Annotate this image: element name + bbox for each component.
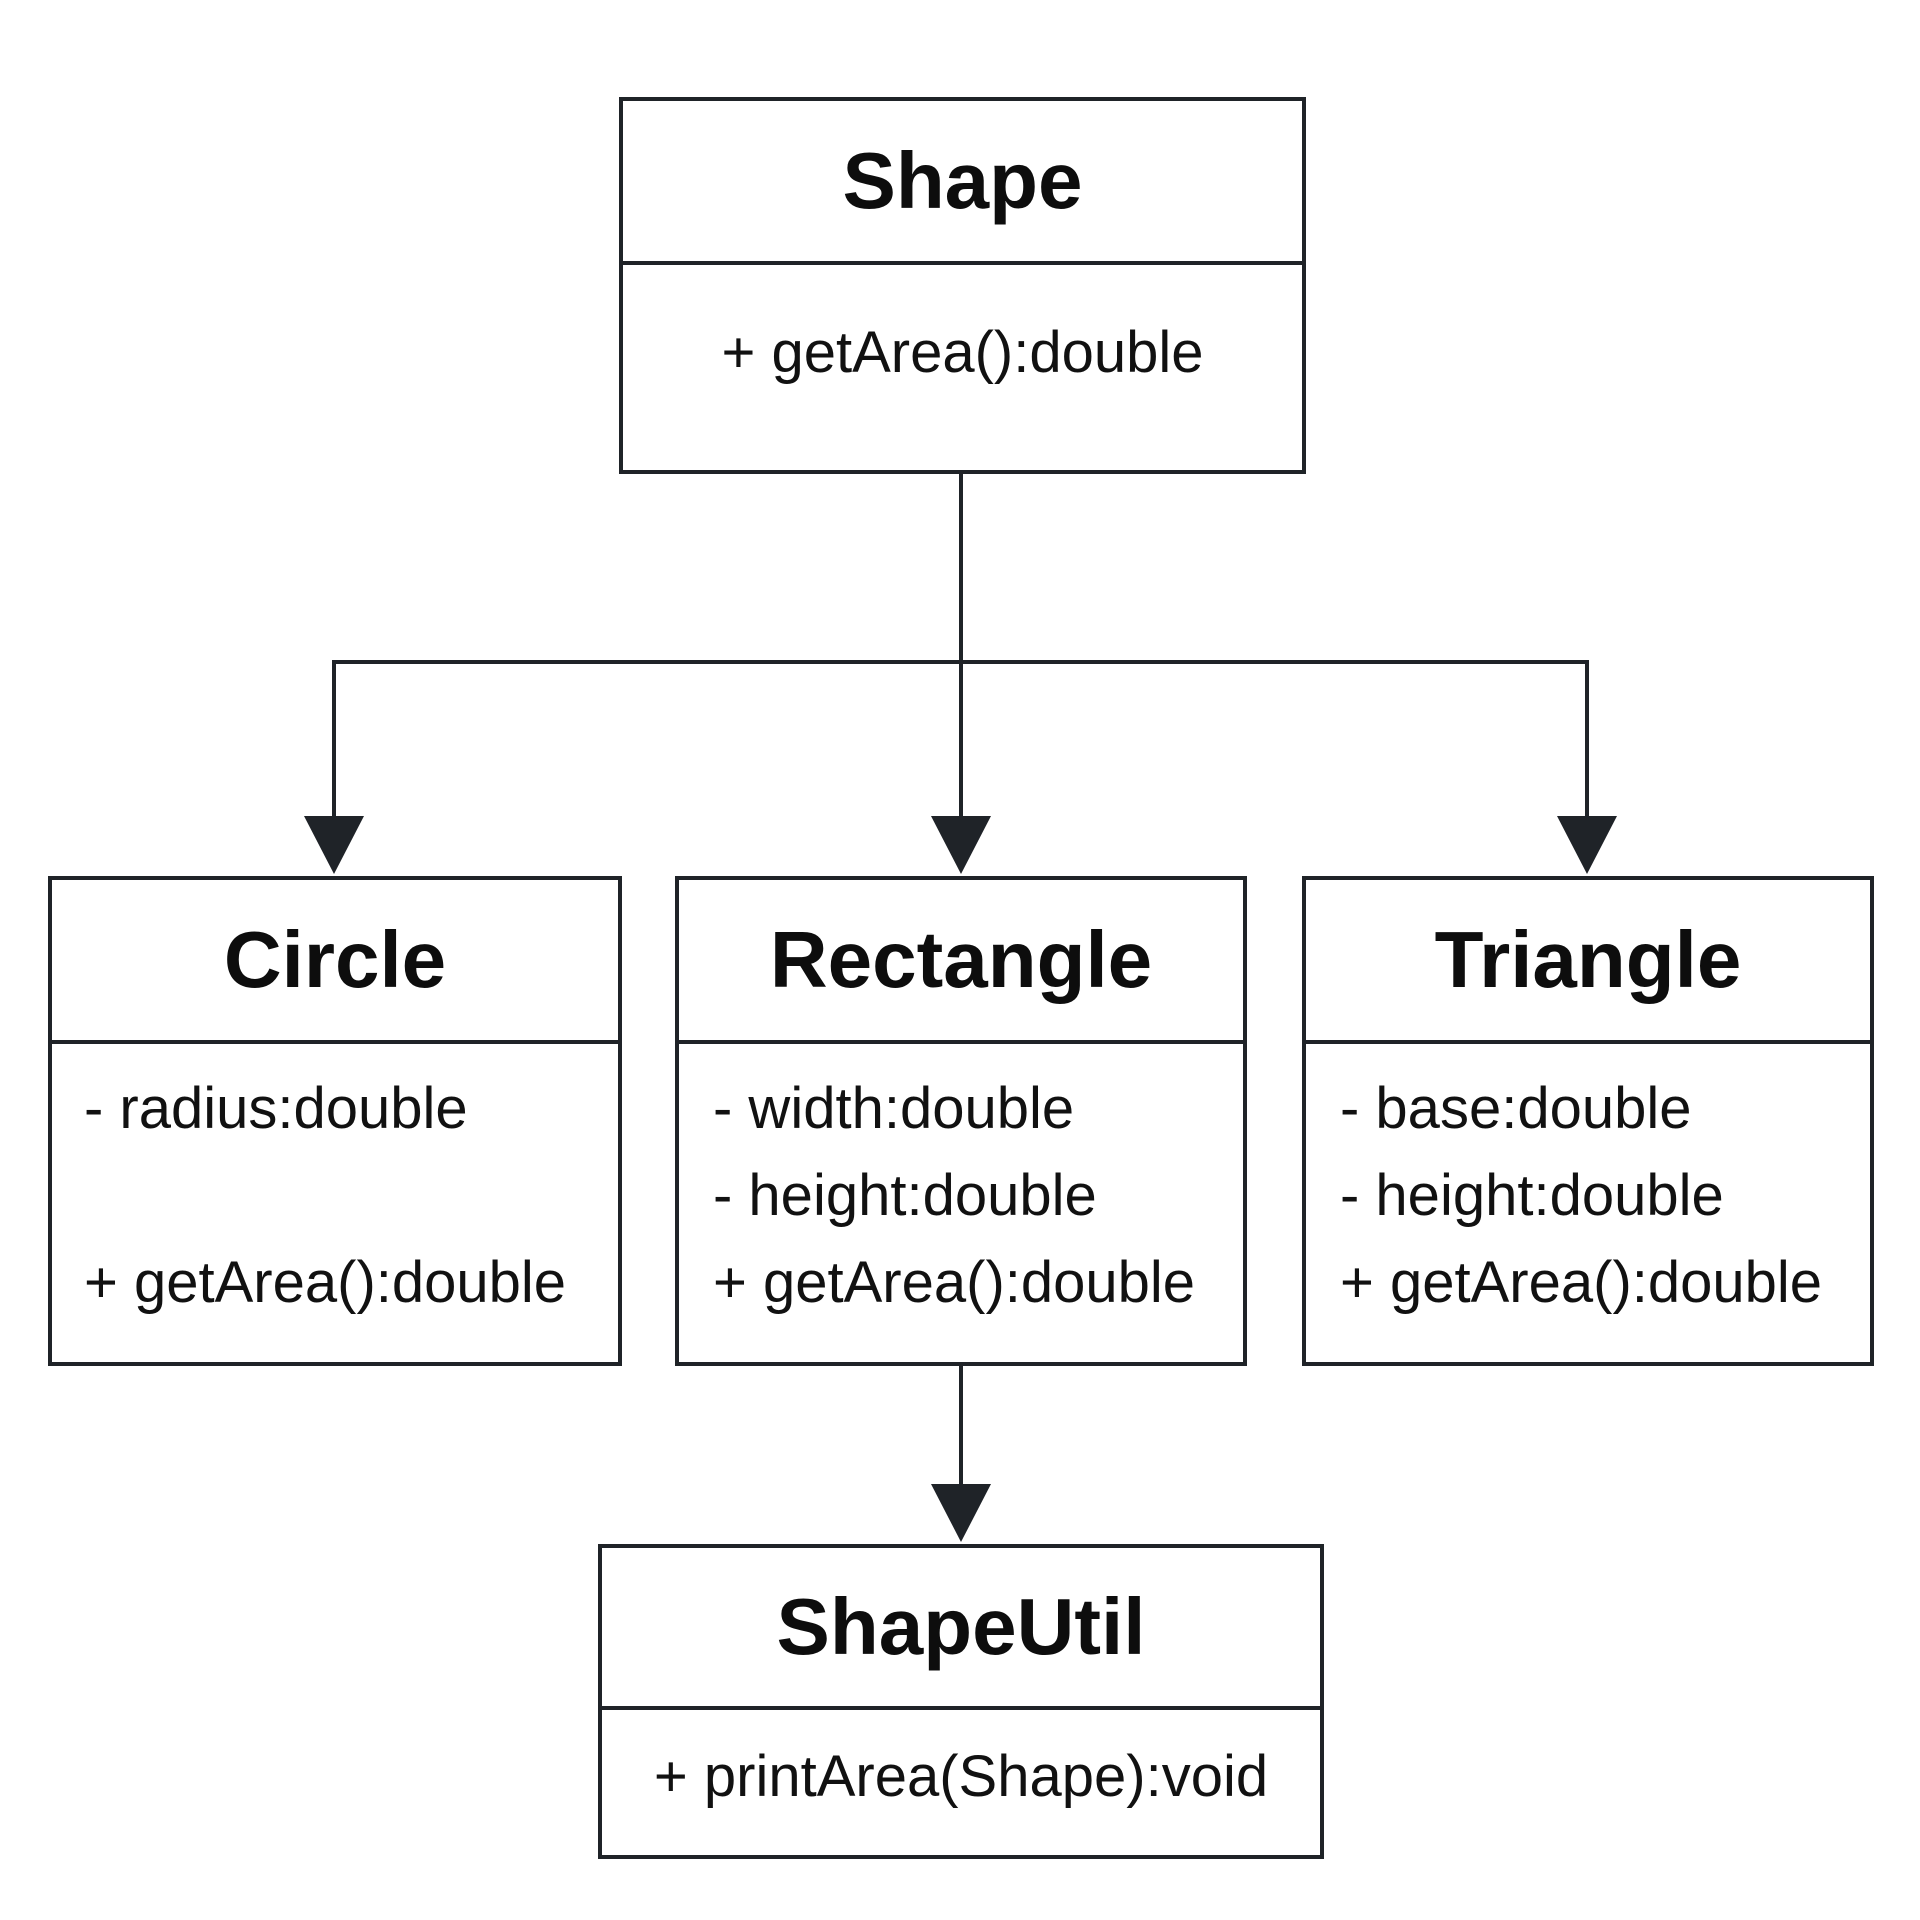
- class-members: - width:double - height:double + getArea…: [679, 1044, 1243, 1362]
- method-printarea: + printArea(Shape):void: [653, 1744, 1269, 1809]
- arrowhead-rectangle: [931, 816, 991, 874]
- method-getarea: + getArea():double: [721, 320, 1204, 385]
- class-name: Triangle: [1306, 880, 1870, 1044]
- class-shape: Shape + getArea():double: [619, 97, 1306, 474]
- arrowhead-shapeutil: [931, 1484, 991, 1542]
- attribute-radius: - radius:double: [84, 1076, 468, 1141]
- attribute-base: - base:double: [1340, 1076, 1692, 1141]
- class-triangle: Triangle - base:double - height:double +…: [1302, 876, 1874, 1366]
- attribute-width: - width:double: [713, 1076, 1075, 1141]
- method-getarea: + getArea():double: [84, 1250, 567, 1315]
- method-getarea: + getArea():double: [713, 1250, 1196, 1315]
- arrowhead-triangle: [1557, 816, 1617, 874]
- class-circle: Circle - radius:double + getArea():doubl…: [48, 876, 622, 1366]
- class-name: Shape: [623, 101, 1302, 265]
- class-name: Circle: [52, 880, 618, 1044]
- attribute-height: - height:double: [1340, 1163, 1724, 1228]
- class-members: + printArea(Shape):void: [602, 1710, 1320, 1855]
- class-shapeutil: ShapeUtil + printArea(Shape):void: [598, 1544, 1324, 1859]
- blank-member-line: [84, 1152, 618, 1239]
- class-rectangle: Rectangle - width:double - height:double…: [675, 876, 1247, 1366]
- class-name: Rectangle: [679, 880, 1243, 1044]
- class-name: ShapeUtil: [602, 1548, 1320, 1710]
- method-getarea: + getArea():double: [1340, 1250, 1823, 1315]
- class-members: - radius:double + getArea():double: [52, 1044, 618, 1362]
- arrowhead-circle: [304, 816, 364, 874]
- class-members: + getArea():double: [623, 265, 1302, 470]
- class-members: - base:double - height:double + getArea(…: [1306, 1044, 1870, 1362]
- attribute-height: - height:double: [713, 1163, 1097, 1228]
